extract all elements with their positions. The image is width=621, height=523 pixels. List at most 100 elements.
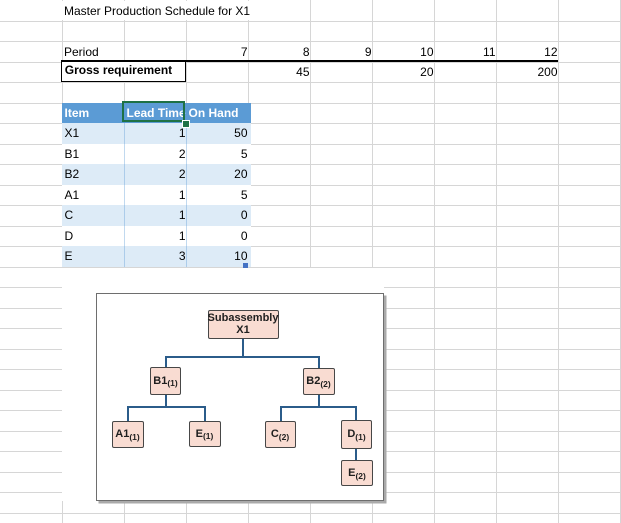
bom-node-a1-qty: (1) (129, 431, 140, 442)
gridline (0, 205, 621, 206)
bom-node-b2-label: B2 (306, 375, 321, 387)
cell-onhand-1[interactable]: 5 (185, 143, 251, 164)
bom-node-b2: B2(2) (302, 367, 335, 395)
connector-root-down (242, 338, 244, 356)
bom-node-root-line2: X1 (236, 324, 250, 336)
title-cell-background (61, 1, 254, 20)
bom-node-root: Subassembly X1 (207, 309, 279, 339)
bom-node-e2-qty: (2) (355, 470, 366, 481)
cell-leadtime-2[interactable]: 2 (123, 164, 189, 185)
gridline (309, 0, 311, 523)
gridline (0, 82, 621, 83)
connector-to-c (280, 406, 282, 421)
bom-node-a1-label: A1 (115, 428, 130, 440)
period-cell-12[interactable]: 12 (544, 44, 558, 59)
cell-item-6[interactable]: E (61, 246, 127, 267)
gridline (557, 0, 559, 523)
cell-item-5[interactable]: D (61, 225, 127, 246)
gridline (0, 20, 621, 22)
selection-fill-handle[interactable] (181, 119, 190, 128)
gridline (0, 102, 621, 104)
connector-to-b1 (164, 356, 167, 367)
bom-node-b1: B1(1) (150, 366, 181, 395)
connector-b1-down (164, 393, 167, 408)
bom-node-b1-qty: (1) (167, 378, 178, 388)
cell-item-0[interactable]: X1 (61, 123, 127, 144)
gridline (0, 164, 621, 165)
table-header-item[interactable]: Item (61, 102, 127, 123)
gridline (0, 246, 621, 247)
period-cell-10[interactable]: 10 (420, 44, 434, 59)
period-row-bottom-border (61, 59, 558, 62)
gross-requirement-cell[interactable]: Gross requirement (60, 62, 187, 82)
gridline (0, 123, 621, 124)
cell-item-3[interactable]: A1 (61, 184, 127, 205)
cell-leadtime-0[interactable]: 1 (123, 123, 189, 144)
period-cell-7[interactable]: 7 (240, 44, 248, 59)
bom-node-c-label: C (270, 428, 279, 440)
table-header-lead-time[interactable]: Lead Time (123, 102, 189, 123)
cell-leadtime-3[interactable]: 1 (123, 184, 189, 205)
period-cell-8[interactable]: 8 (302, 44, 310, 59)
cell-onhand-0[interactable]: 50 (185, 123, 251, 144)
bom-node-e1-qty: (1) (202, 431, 214, 441)
connector-d-to-e2 (354, 448, 357, 461)
gross-value-p8[interactable]: 45 (296, 65, 310, 79)
gridline (0, 143, 621, 145)
connector-level2-left-horizontal (126, 406, 206, 408)
cell-item-2[interactable]: B2 (61, 164, 127, 185)
bom-node-c: C(2) (264, 420, 296, 448)
gross-value-p12[interactable]: 200 (537, 65, 558, 79)
bom-node-a1: A1(1) (111, 420, 144, 448)
bom-node-e2-label: E (348, 467, 356, 479)
gridline (371, 0, 373, 523)
cell-leadtime-4[interactable]: 1 (123, 205, 189, 226)
cell-onhand-3[interactable]: 5 (185, 184, 251, 205)
table-resize-handle[interactable] (242, 263, 248, 268)
table-column-separator (123, 123, 125, 267)
bom-node-d: D(1) (341, 419, 372, 449)
cell-onhand-6[interactable]: 10 (185, 246, 251, 267)
bom-node-root-line1: Subassembly (207, 311, 279, 324)
bom-node-d-qty: (1) (355, 431, 366, 442)
connector-to-a1 (126, 406, 129, 421)
gridline (495, 0, 497, 523)
gridline (433, 0, 435, 523)
bom-node-c-qty: (2) (278, 431, 290, 442)
gridline (619, 0, 621, 523)
connector-level2-right-horizontal (280, 406, 356, 408)
cell-onhand-5[interactable]: 0 (185, 225, 251, 246)
gridline (0, 266, 621, 268)
bom-node-b2-qty: (2) (320, 378, 331, 389)
cell-onhand-4[interactable]: 0 (185, 205, 251, 226)
cell-leadtime-5[interactable]: 1 (123, 225, 189, 246)
gridline (0, 512, 621, 514)
gridline (0, 41, 621, 42)
connector-to-b2 (317, 356, 320, 368)
table-column-separator (185, 123, 187, 267)
gridline (0, 184, 621, 186)
gross-value-p10[interactable]: 20 (420, 65, 434, 79)
bom-node-e2: E(2) (341, 460, 373, 486)
sheet-title-cell[interactable]: Master Production Schedule for X1 (64, 3, 251, 18)
cell-leadtime-1[interactable]: 2 (123, 143, 189, 164)
period-label-cell[interactable]: Period (64, 44, 99, 59)
bom-node-e1: E(1) (188, 420, 221, 447)
gridline (0, 225, 621, 227)
connector-b2-down (317, 393, 320, 408)
bom-node-d-label: D (347, 428, 356, 440)
period-cell-9[interactable]: 9 (364, 44, 372, 59)
gridline (0, 61, 621, 63)
cell-leadtime-6[interactable]: 3 (123, 246, 189, 267)
bom-node-b1-label: B1 (153, 374, 168, 387)
connector-to-e1 (203, 406, 206, 421)
cell-item-1[interactable]: B1 (61, 143, 127, 164)
active-cell-selection-border (121, 100, 185, 123)
connector-to-d (354, 406, 357, 420)
connector-level1-horizontal (164, 356, 320, 358)
cell-item-4[interactable]: C (61, 205, 127, 226)
period-cell-11[interactable]: 11 (483, 44, 496, 59)
cell-onhand-2[interactable]: 20 (185, 164, 251, 185)
table-header-on-hand[interactable]: On Hand (185, 102, 251, 123)
